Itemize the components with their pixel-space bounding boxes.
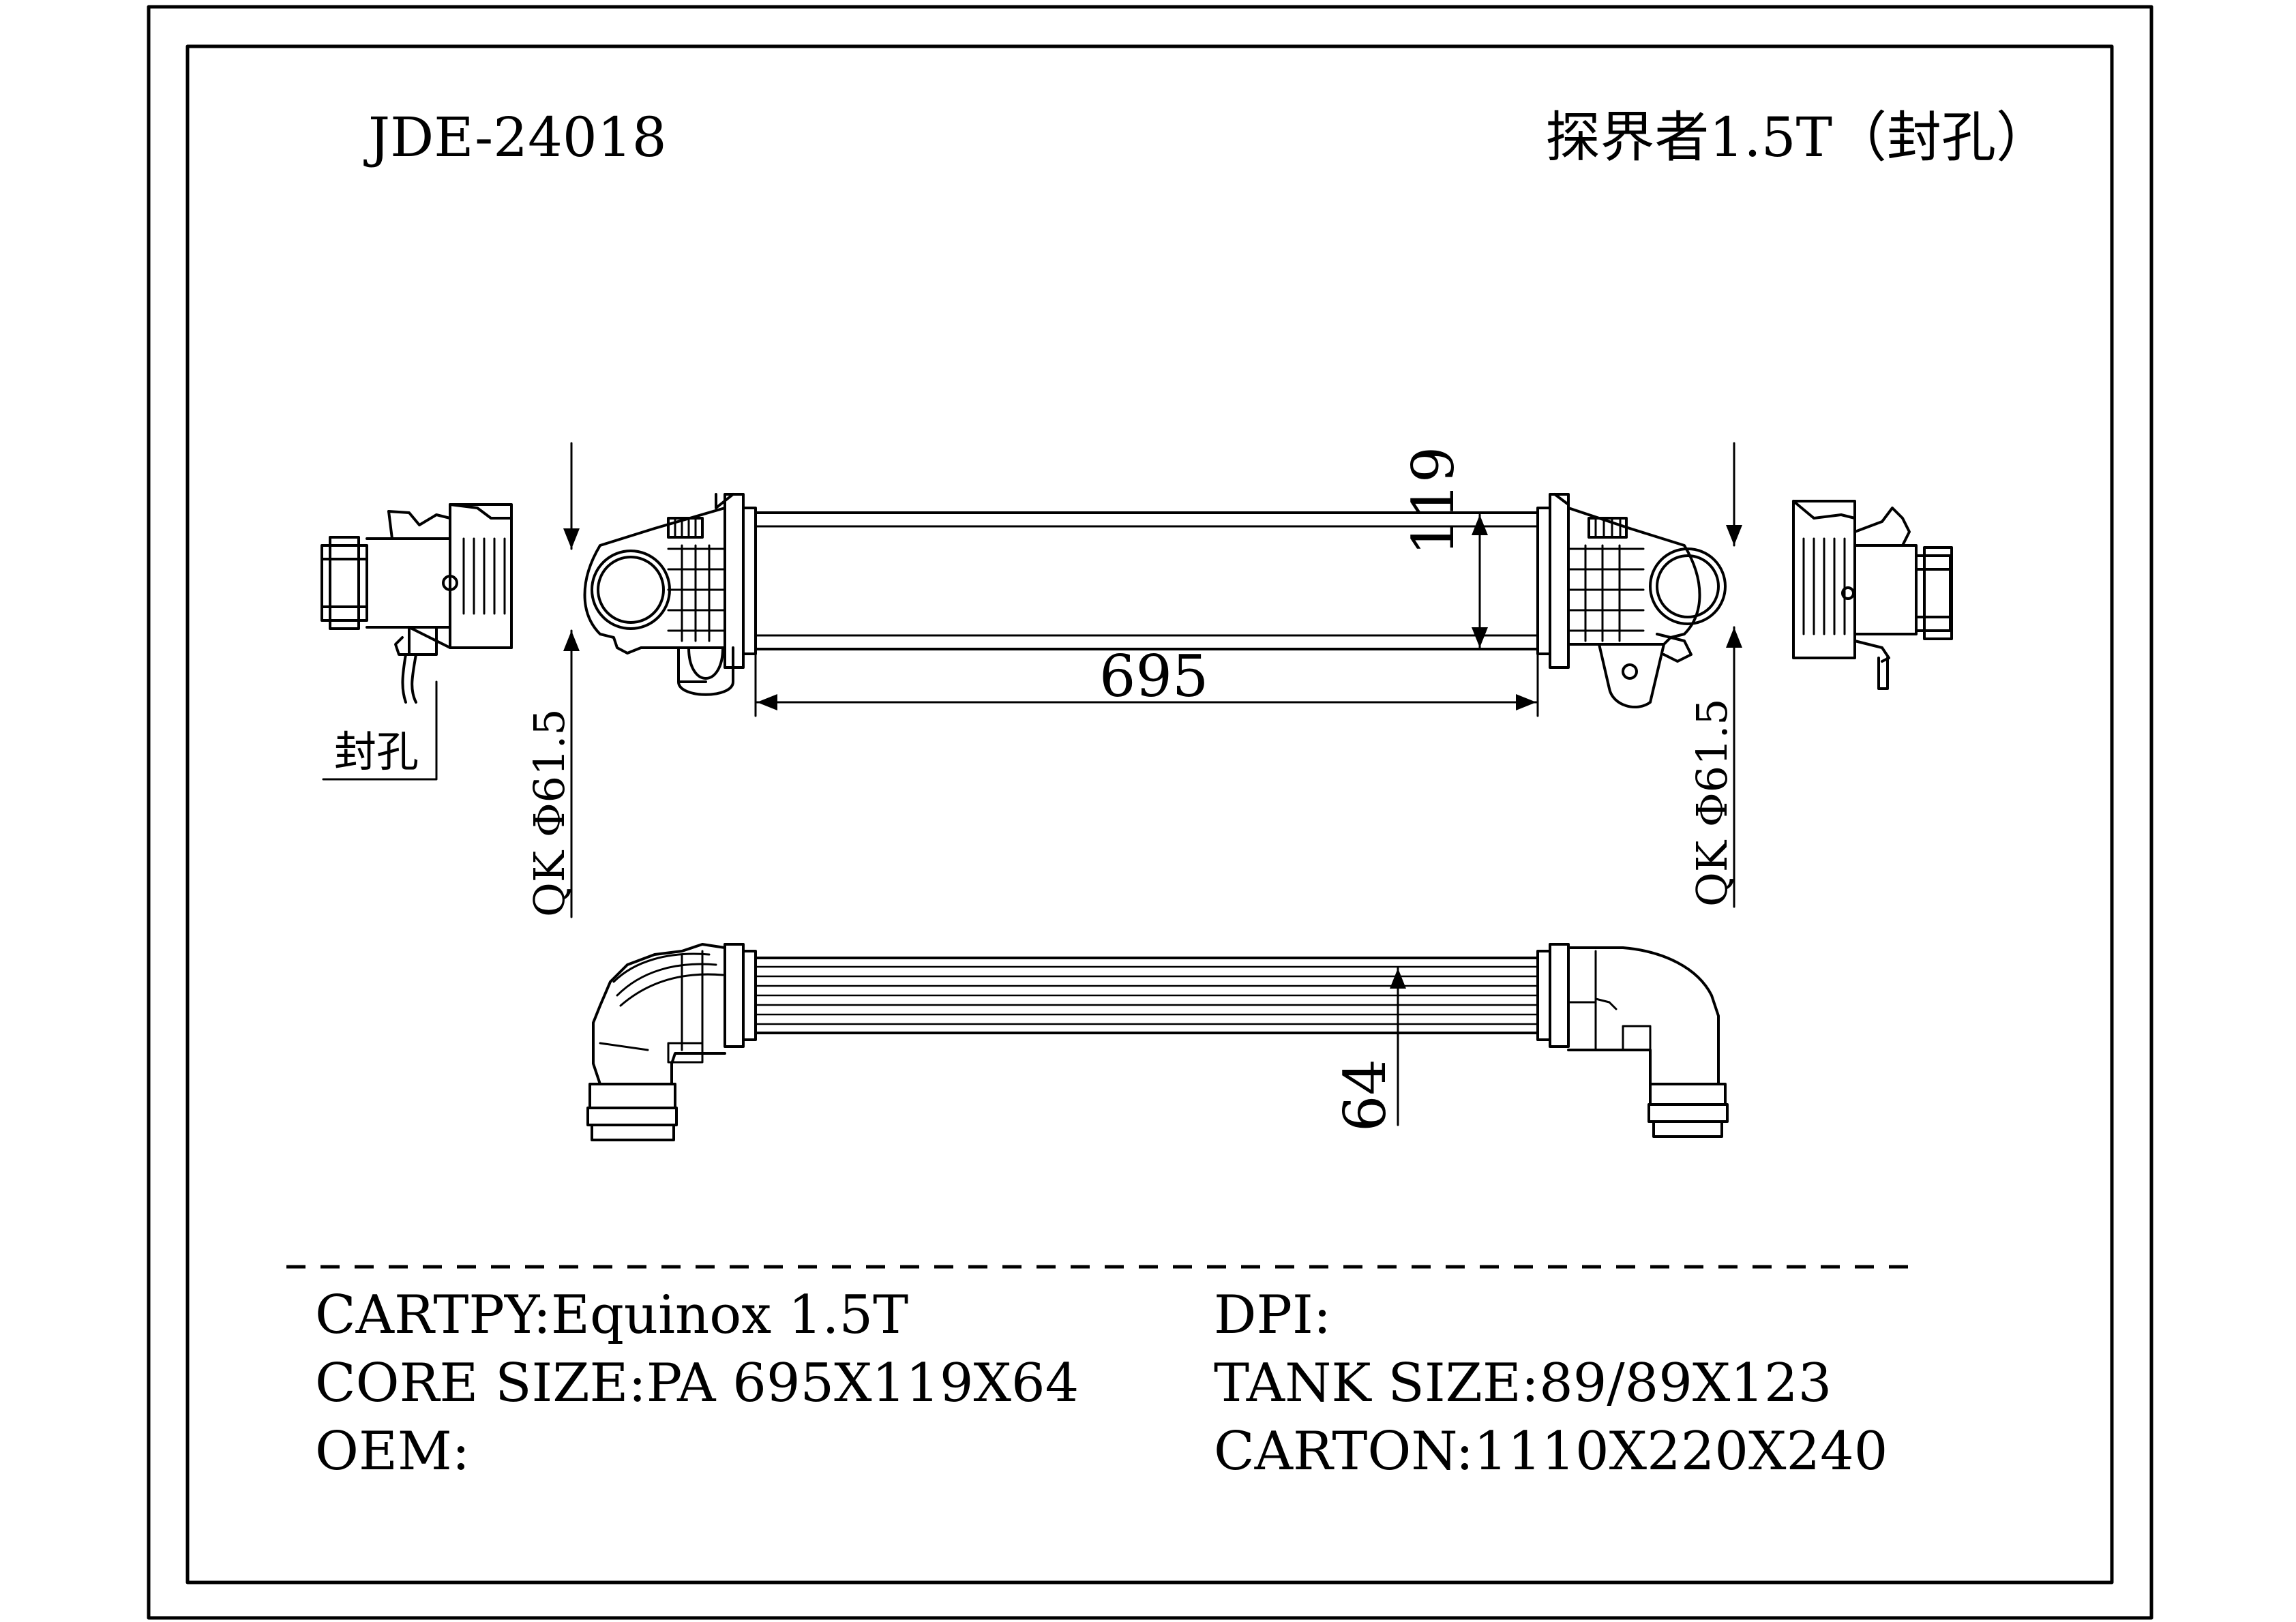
outer-border	[147, 5, 2153, 1620]
spec-oem: OEM:	[315, 1421, 471, 1482]
dim-length-label: 695	[1099, 643, 1209, 710]
left-end-view	[320, 503, 513, 704]
dim-length	[754, 650, 1539, 717]
spec-core-size: CORE SIZE:PA 695X119X64	[315, 1353, 1079, 1414]
right-end-view	[1792, 500, 1953, 690]
part-number: JDE-24018	[368, 106, 667, 169]
left-port	[591, 550, 671, 630]
sealed-hole-label: 封孔	[334, 727, 419, 777]
spec-cartpy: CARTPY:Equinox 1.5T	[315, 1285, 909, 1346]
right-port	[1649, 547, 1727, 625]
dim-depth-label: 64	[1332, 1059, 1399, 1132]
model-note: 探界者1.5T（封孔）	[1545, 106, 2051, 169]
front-view	[583, 493, 1727, 709]
port-left-label: QK Φ61.5	[524, 708, 574, 917]
inner-border	[185, 44, 2114, 1585]
spec-tank-size: TANK SIZE:89/89X123	[1214, 1353, 1832, 1414]
spec-dpi: DPI:	[1214, 1285, 1332, 1346]
top-view	[586, 943, 1729, 1141]
sealed-hole-leader	[322, 680, 438, 781]
dim-height-label: 119	[1400, 446, 1467, 556]
spec-carton: CARTON:1110X220X240	[1214, 1421, 1888, 1482]
port-right-label: QK Φ61.5	[1687, 698, 1737, 907]
